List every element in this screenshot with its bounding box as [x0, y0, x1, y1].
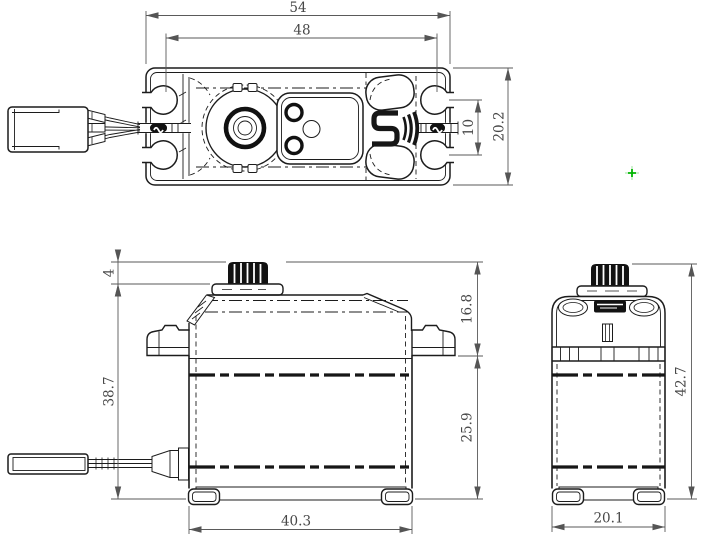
spline-tab	[232, 164, 243, 173]
case-boss	[558, 298, 588, 317]
upper-case	[186, 292, 413, 331]
dim-side-case-depth: 20.1	[551, 506, 666, 532]
case-boss	[629, 298, 659, 317]
dim-top-mount-spacing: 48	[165, 23, 438, 92]
dim-label: 10	[461, 119, 477, 136]
servo-connector-front	[7, 447, 189, 481]
screw-hole	[284, 135, 304, 156]
dim-label: 25.9	[460, 412, 476, 442]
connector-housing	[7, 106, 89, 153]
side-upper-case	[551, 295, 666, 362]
dim-label: 20.2	[492, 111, 508, 141]
wire-crimp	[86, 109, 106, 124]
dim-label: 42.7	[674, 366, 690, 396]
front-view: 4 38.7 16.8 25.9 40.3	[7, 249, 483, 534]
spline-gear-ring	[223, 106, 267, 150]
dim-label: 4	[102, 269, 118, 278]
flange-strut	[186, 294, 216, 326]
case-bosses	[365, 74, 415, 180]
cursor-cross-marker	[625, 166, 639, 180]
spline-tab	[247, 164, 258, 173]
dim-side-overall-height: 42.7	[632, 263, 697, 500]
strain-relief	[151, 450, 179, 478]
dim-label: 48	[293, 23, 310, 39]
center-tab	[602, 323, 613, 342]
front-body	[187, 316, 414, 506]
wire-crimp	[86, 132, 106, 147]
dim-front-case-width: 40.3	[188, 506, 413, 534]
dim-front-case-height: 38.7	[102, 284, 186, 500]
wire-channel-right	[417, 121, 460, 135]
spline-tab	[232, 83, 243, 92]
wires	[87, 112, 141, 144]
dim-label: 20.1	[593, 511, 623, 527]
dim-label: 38.7	[102, 376, 118, 406]
foot	[551, 488, 585, 506]
right-mounting-flange	[411, 324, 456, 357]
dim-top-slot-spacing: 10	[449, 99, 482, 156]
screw-hole	[284, 102, 304, 123]
left-mounting-flange	[146, 324, 190, 357]
screw-hole	[302, 120, 321, 138]
dim-top-overall-width: 54	[145, 0, 451, 64]
dim-front-upper-height: 16.8	[286, 261, 483, 357]
wire-crimp	[86, 123, 106, 133]
connector-housing	[7, 453, 89, 475]
dim-label: 54	[289, 0, 306, 16]
dim-front-lower-height: 25.9	[415, 356, 483, 500]
side-view: 42.7 20.1	[551, 263, 697, 532]
brand-logo	[371, 110, 420, 147]
top-view: 54 48 10 20.2	[7, 0, 513, 186]
spline-knob	[211, 262, 284, 296]
spline-knob-side	[576, 264, 648, 298]
brand-logo-side	[594, 300, 626, 313]
side-body	[551, 347, 666, 506]
dim-label: 40.3	[281, 514, 311, 530]
foot	[632, 488, 666, 506]
dim-front-horn-height: 4	[102, 249, 226, 297]
mounting-slots	[142, 85, 454, 170]
wires	[88, 459, 152, 468]
bottom-plate	[195, 486, 407, 501]
foot	[187, 488, 221, 506]
dim-top-body-width: 20.2	[453, 67, 513, 186]
wire-channel-left	[137, 121, 191, 135]
center-plate	[276, 92, 364, 165]
wire-entry	[178, 447, 189, 481]
foot	[380, 488, 414, 506]
spline-tab	[247, 83, 258, 92]
dim-label: 16.8	[460, 294, 476, 324]
servo-connector-top	[7, 106, 141, 153]
